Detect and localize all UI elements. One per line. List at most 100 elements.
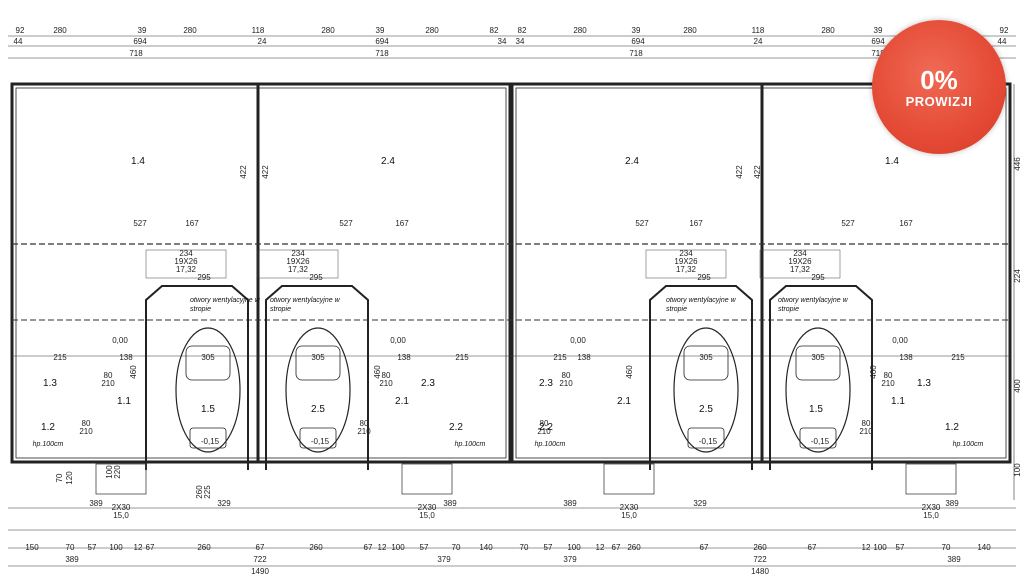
room-label-entry: 1.1 bbox=[891, 396, 905, 407]
room-label-wc: 1.3 bbox=[43, 378, 57, 389]
vent-note: otwory wentylacyjne w bbox=[190, 297, 261, 304]
stairs-height: 17,32 bbox=[790, 265, 811, 274]
garage-outline bbox=[145, 285, 249, 470]
top-dim-1: 39 bbox=[874, 26, 883, 35]
stairs bbox=[759, 249, 841, 279]
bottom-dim-2: 100 bbox=[567, 543, 581, 552]
dim-167: 167 bbox=[185, 219, 199, 228]
room-label-entry: 2.1 bbox=[617, 396, 631, 407]
dim-527: 527 bbox=[841, 219, 855, 228]
garage-outline bbox=[265, 285, 369, 470]
top-dim-1: 118 bbox=[752, 26, 765, 35]
right-dim: 100 bbox=[1013, 463, 1022, 477]
vent-note-2: stropie bbox=[666, 306, 687, 313]
bottom-dim-2: 260 bbox=[309, 543, 323, 552]
dim-460: 460 bbox=[625, 365, 634, 379]
bottom-dim-2: 140 bbox=[479, 543, 493, 552]
stairs-size: 19X26 bbox=[788, 257, 812, 266]
bottom-dim-2: 57 bbox=[88, 543, 97, 552]
bottom-dim-2: 70 bbox=[452, 543, 461, 552]
dim-422: 422 bbox=[753, 165, 762, 179]
dim-305: 305 bbox=[699, 353, 713, 362]
bottom-dim-1: 389 bbox=[443, 499, 457, 508]
bottom-dim-total: 1480 bbox=[751, 567, 769, 576]
step-size: 2X30 bbox=[922, 503, 941, 512]
room-label-garage: 2.5 bbox=[699, 404, 713, 415]
dim-234: 234 bbox=[679, 249, 693, 258]
commission-badge: 0% PROWIZJI bbox=[872, 20, 1006, 154]
bottom-dim-1: 329 bbox=[693, 499, 707, 508]
top-dim-1: 92 bbox=[16, 26, 25, 35]
top-dim-2: 44 bbox=[998, 37, 1007, 46]
dim-215: 215 bbox=[53, 353, 67, 362]
bottom-dim-2: 67 bbox=[808, 543, 817, 552]
entrance-step bbox=[905, 463, 957, 495]
car-windshield bbox=[295, 345, 341, 381]
door-width: 80 bbox=[382, 371, 391, 380]
car-windshield bbox=[683, 345, 729, 381]
floor-level: 0,00 bbox=[390, 336, 406, 345]
outer-walls bbox=[10, 82, 1012, 464]
dim-460: 460 bbox=[129, 365, 138, 379]
stairs bbox=[257, 249, 339, 279]
car-windshield bbox=[795, 345, 841, 381]
car-outline bbox=[785, 327, 851, 453]
step-size: 2X30 bbox=[112, 503, 131, 512]
bottom-dim-total: 1490 bbox=[251, 567, 269, 576]
small-dim: 100 bbox=[105, 465, 114, 479]
top-dim-2: 694 bbox=[631, 37, 645, 46]
step-size: 2X30 bbox=[418, 503, 437, 512]
room-label-bathroom: 1.2 bbox=[945, 422, 959, 433]
top-dim-1: 39 bbox=[632, 26, 641, 35]
room-label-wc: 2.3 bbox=[421, 378, 435, 389]
car-windshield bbox=[185, 345, 231, 381]
bottom-dim-3: 722 bbox=[253, 555, 267, 564]
vent-note-2: stropie bbox=[778, 306, 799, 313]
top-dim-2: 694 bbox=[133, 37, 147, 46]
top-dim-1: 39 bbox=[376, 26, 385, 35]
dim-422: 422 bbox=[261, 165, 270, 179]
top-dim-1: 82 bbox=[490, 26, 499, 35]
top-dim-3: 718 bbox=[629, 49, 643, 58]
dim-295: 295 bbox=[197, 273, 211, 282]
dim-460: 460 bbox=[869, 365, 878, 379]
bottom-dim-3: 389 bbox=[947, 555, 961, 564]
garage-level: -0,15 bbox=[311, 437, 330, 446]
floor-level: 0,00 bbox=[570, 336, 586, 345]
bottom-dim-2: 57 bbox=[544, 543, 553, 552]
top-dim-3: 718 bbox=[871, 49, 885, 58]
stairs-height: 17,32 bbox=[176, 265, 197, 274]
room-label-wc: 2.3 bbox=[539, 378, 553, 389]
bottom-dim-2: 57 bbox=[896, 543, 905, 552]
room-label-garage: 1.5 bbox=[809, 404, 823, 415]
dim-234: 234 bbox=[291, 249, 305, 258]
dim-527: 527 bbox=[133, 219, 147, 228]
right-dim: 400 bbox=[1013, 379, 1022, 393]
window-height-note: hp.100cm bbox=[535, 441, 566, 448]
window-height-note: hp.100cm bbox=[33, 441, 64, 448]
top-dim-3: 718 bbox=[129, 49, 143, 58]
bottom-dim-3: 722 bbox=[753, 555, 767, 564]
bottom-dim-2: 70 bbox=[520, 543, 529, 552]
top-dim-1: 82 bbox=[518, 26, 527, 35]
room-label-living: 2.4 bbox=[625, 156, 639, 167]
dim-215: 215 bbox=[455, 353, 469, 362]
entrance-step bbox=[95, 463, 147, 495]
door-height: 210 bbox=[537, 427, 551, 436]
stairs-height: 17,32 bbox=[676, 265, 697, 274]
door-width: 80 bbox=[884, 371, 893, 380]
bottom-dim-2: 12 bbox=[596, 543, 605, 552]
step-count: 15,0 bbox=[419, 511, 435, 520]
car-outline bbox=[175, 327, 241, 453]
bottom-dim-2: 67 bbox=[256, 543, 265, 552]
badge-percent: 0% bbox=[920, 64, 958, 95]
car-rear bbox=[299, 427, 337, 449]
room-label-entry: 2.1 bbox=[395, 396, 409, 407]
dim-305: 305 bbox=[311, 353, 325, 362]
dim-138: 138 bbox=[577, 353, 591, 362]
